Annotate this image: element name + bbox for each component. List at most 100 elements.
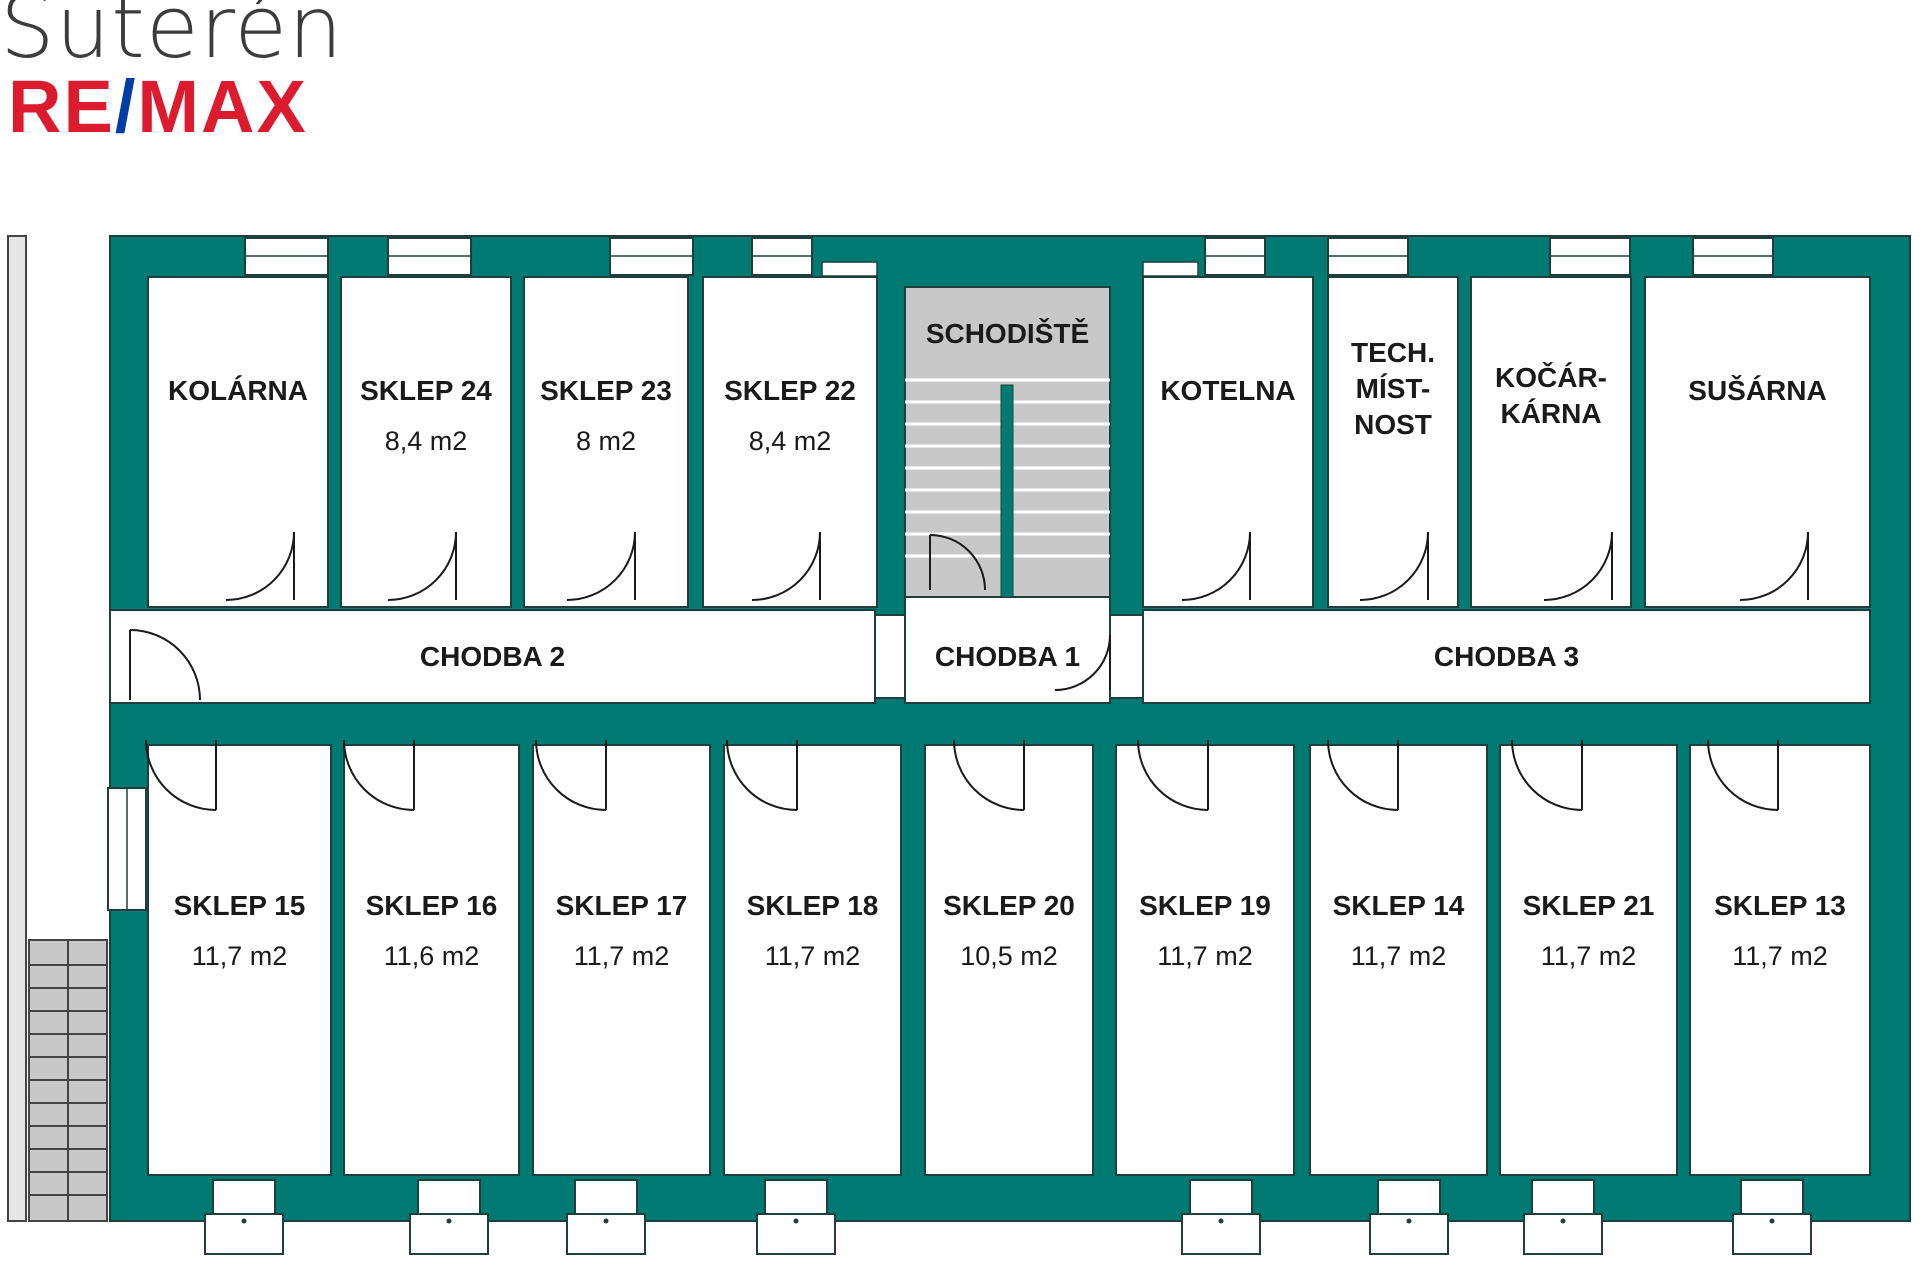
window-well-drain: [1769, 1218, 1775, 1224]
door: [1543, 531, 1613, 601]
room-area-sklep-20: 10,5 m2: [960, 941, 1058, 971]
room-label-sklep-16: SKLEP 16: [366, 890, 498, 921]
room-sklep-18: [723, 744, 902, 1176]
room-label-tech-mistnost: MÍST-: [1356, 373, 1431, 404]
stair-center-wall: [1000, 384, 1014, 598]
brand-logo-part2: MAX: [137, 65, 308, 148]
room-sklep-13: [1689, 744, 1871, 1176]
door-swing-arc: [1137, 739, 1209, 811]
room-area-sklep-15: 11,7 m2: [192, 941, 288, 971]
door: [387, 531, 457, 601]
door-swing-arc: [145, 739, 217, 811]
door: [1181, 531, 1251, 601]
exterior-wall-strip: [7, 235, 27, 1222]
window: [821, 261, 878, 277]
door: [535, 739, 607, 811]
window: [1189, 1179, 1253, 1219]
window: [574, 1179, 638, 1219]
room-label-sklep-24: SKLEP 24: [360, 375, 492, 406]
window: [764, 1179, 828, 1219]
room-chodba-3: [1142, 609, 1871, 704]
door-swing-arc: [726, 739, 798, 811]
door: [145, 739, 217, 811]
door-swing-arc: [1511, 739, 1583, 811]
room-kocarkarna: [1470, 276, 1632, 608]
door-swing-arc: [566, 531, 636, 601]
room-label-kolarna: KOLÁRNA: [168, 375, 308, 406]
room-label-sklep-15: SKLEP 15: [174, 890, 306, 921]
room-label-sklep-19: SKLEP 19: [1139, 890, 1271, 921]
room-label-chodba-3: CHODBA 3: [1434, 641, 1579, 672]
window: [417, 1179, 481, 1219]
door: [929, 534, 986, 591]
room-sklep-17: [532, 744, 711, 1176]
door-opening: [1109, 614, 1144, 699]
door-swing-arc: [1054, 634, 1111, 691]
door: [1359, 531, 1429, 601]
window-well-drain: [793, 1218, 799, 1224]
room-label-schodiste: SCHODIŠTĚ: [926, 317, 1089, 349]
window: [1142, 261, 1199, 277]
room-area-sklep-22: 8,4 m2: [749, 426, 832, 456]
room-kolarna: [147, 276, 329, 608]
brand-logo: RE/MAX: [8, 70, 308, 144]
room-label-kotelna: KOTELNA: [1160, 375, 1295, 406]
room-area-sklep-13: 11,7 m2: [1732, 941, 1828, 971]
room-area-sklep-21: 11,7 m2: [1541, 941, 1637, 971]
header: Suterén RE/MAX: [0, 0, 600, 150]
window-well-drain: [241, 1218, 247, 1224]
room-area-sklep-17: 11,7 m2: [574, 941, 670, 971]
door-swing-arc: [129, 629, 201, 701]
room-label-sklep-21: SKLEP 21: [1523, 890, 1655, 921]
room-label-chodba-1: CHODBA 1: [935, 641, 1080, 672]
room-label-sklep-18: SKLEP 18: [747, 890, 879, 921]
room-sklep-15: [147, 744, 332, 1176]
door-swing-arc: [1707, 739, 1779, 811]
door: [225, 531, 295, 601]
door: [1327, 739, 1399, 811]
door: [129, 629, 201, 701]
door: [1707, 739, 1779, 811]
door: [953, 739, 1025, 811]
door-swing-arc: [929, 534, 986, 591]
room-label-kocarkarna: KÁRNA: [1500, 398, 1601, 429]
door-swing-arc: [1359, 531, 1429, 601]
room-label-tech-mistnost: NOST: [1354, 409, 1432, 440]
room-label-kocarkarna: KOČÁR-: [1495, 361, 1607, 393]
door-swing-arc: [387, 531, 457, 601]
room-label-sklep-23: SKLEP 23: [540, 375, 672, 406]
door-swing-arc: [1739, 531, 1809, 601]
room-label-sklep-13: SKLEP 13: [1714, 890, 1846, 921]
window-well-drain: [446, 1218, 452, 1224]
window-well-drain: [1218, 1218, 1224, 1224]
window-well-drain: [603, 1218, 609, 1224]
window: [1377, 1179, 1441, 1219]
room-area-sklep-18: 11,7 m2: [765, 941, 861, 971]
door-swing-arc: [1181, 531, 1251, 601]
room-sklep-20: [924, 744, 1094, 1176]
room-label-sklep-14: SKLEP 14: [1333, 890, 1465, 921]
window: [1740, 1179, 1804, 1219]
door-swing-arc: [343, 739, 415, 811]
window-well: [204, 1213, 284, 1255]
room-sklep-16: [343, 744, 520, 1176]
door: [566, 531, 636, 601]
door-swing-arc: [751, 531, 821, 601]
window: [1531, 1179, 1595, 1219]
door: [343, 739, 415, 811]
room-sklep-22: [702, 276, 878, 608]
door: [1137, 739, 1209, 811]
window-well-drain: [1406, 1218, 1412, 1224]
room-area-sklep-16: 11,6 m2: [384, 941, 480, 971]
room-label-tech-mistnost: TECH.: [1351, 337, 1435, 368]
brand-logo-slash: /: [114, 65, 138, 148]
room-label-susarna: SUŠÁRNA: [1688, 374, 1826, 406]
room-label-sklep-17: SKLEP 17: [556, 890, 688, 921]
room-sklep-21: [1499, 744, 1678, 1176]
door: [751, 531, 821, 601]
room-label-sklep-22: SKLEP 22: [724, 375, 856, 406]
door: [726, 739, 798, 811]
room-sklep-23: [523, 276, 689, 608]
room-label-chodba-2: CHODBA 2: [420, 641, 565, 672]
room-area-sklep-23: 8 m2: [576, 426, 636, 456]
